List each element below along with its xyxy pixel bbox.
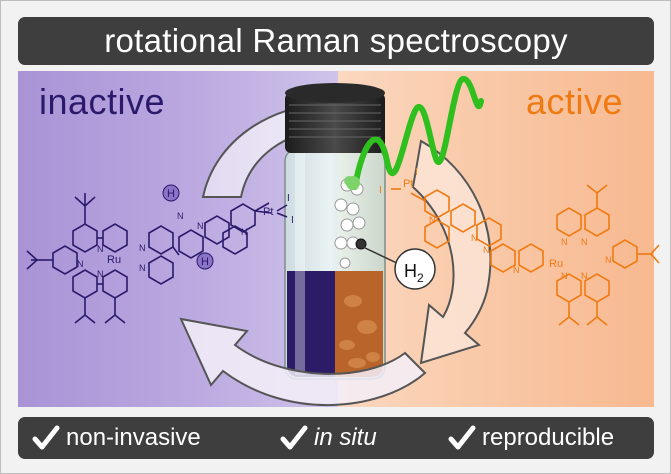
svg-text:N: N	[429, 215, 436, 225]
inactive-label: inactive	[39, 81, 166, 122]
vial	[284, 83, 386, 380]
feature-label: reproducible	[482, 424, 615, 451]
inactive-h-atoms: H H	[162, 184, 214, 270]
svg-text:N: N	[471, 233, 478, 243]
svg-text:Ru: Ru	[549, 258, 563, 270]
svg-text:N: N	[97, 244, 104, 254]
svg-text:Ru: Ru	[107, 254, 121, 266]
feature-bar: non-invasive in situ reproducible	[18, 417, 654, 459]
svg-text:N: N	[581, 271, 588, 281]
laser-wave	[352, 76, 484, 190]
svg-text:N: N	[581, 237, 588, 247]
cycle-arrow-bottom	[179, 317, 427, 406]
svg-text:H: H	[167, 188, 175, 200]
active-complex	[391, 184, 660, 326]
svg-text:I: I	[287, 193, 290, 204]
svg-text:I: I	[415, 167, 418, 178]
inactive-complex-labels: Ru N N N N N N N Pt I I N	[77, 193, 294, 279]
svg-text:Pt: Pt	[263, 206, 273, 218]
active-complex-labels: Ru Pt I I N N N N N N N N N	[379, 167, 612, 281]
svg-text:N: N	[139, 243, 146, 253]
cycle-arrow-right	[411, 139, 492, 365]
svg-text:N: N	[561, 237, 568, 247]
inactive-solution	[287, 271, 335, 377]
feature-label: in situ	[314, 424, 377, 451]
feature-in-situ: in situ	[280, 417, 377, 459]
laser-spot	[346, 176, 360, 190]
svg-text:H: H	[201, 256, 209, 268]
vial-cap	[285, 93, 385, 153]
inactive-complex	[26, 193, 288, 324]
h2-callout-label: H2	[404, 261, 424, 285]
h2-molecules	[334, 176, 367, 269]
feature-non-invasive: non-invasive	[32, 417, 201, 459]
checkmark-icon	[448, 425, 476, 450]
page-title: rotational Raman spectroscopy	[18, 17, 654, 65]
svg-text:N: N	[561, 271, 568, 281]
svg-text:N: N	[241, 227, 248, 237]
svg-text:N: N	[77, 259, 84, 269]
checkmark-icon	[32, 425, 60, 450]
svg-text:N: N	[139, 263, 146, 273]
h2-callout-circle	[394, 248, 436, 290]
svg-text:N: N	[177, 211, 184, 221]
active-panel	[338, 71, 654, 407]
feature-reproducible: reproducible	[448, 417, 614, 459]
active-label: active	[526, 81, 624, 122]
svg-text:I: I	[291, 215, 294, 226]
svg-text:N: N	[97, 269, 104, 279]
svg-text:N: N	[513, 265, 520, 275]
svg-text:N: N	[197, 221, 204, 231]
feature-label: non-invasive	[66, 424, 201, 451]
svg-text:I: I	[379, 185, 382, 196]
svg-text:N: N	[605, 255, 612, 265]
svg-text:Pt: Pt	[403, 178, 413, 190]
svg-text:N: N	[483, 245, 490, 255]
checkmark-icon	[280, 425, 308, 450]
